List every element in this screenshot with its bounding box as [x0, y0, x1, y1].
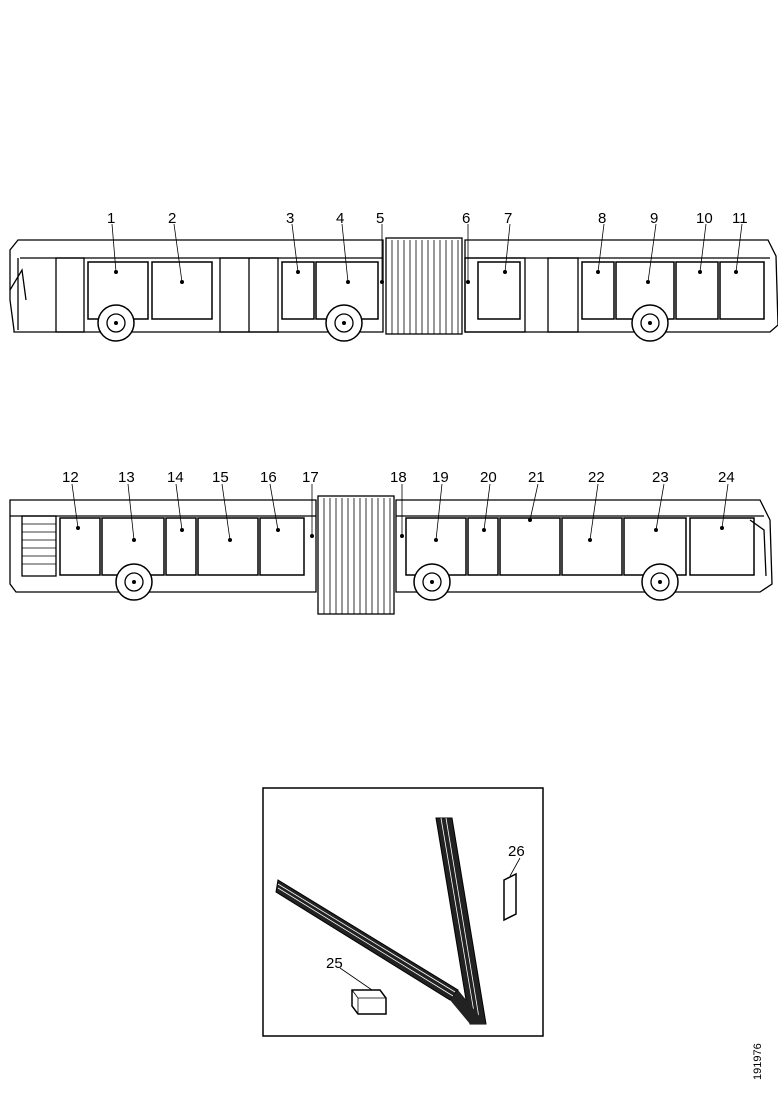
label-16: 16: [260, 469, 277, 486]
label-5: 5: [376, 210, 384, 227]
label-22: 22: [588, 469, 605, 486]
reference-number: 191976: [752, 1043, 764, 1080]
label-8: 8: [598, 210, 606, 227]
wheel-bottom-front: [641, 563, 679, 601]
wheel-bottom-middle: [413, 563, 451, 601]
clip-part-25: [351, 989, 387, 1015]
label-14: 14: [167, 469, 184, 486]
label-10: 10: [696, 210, 713, 227]
label-25: 25: [326, 955, 343, 972]
label-19: 19: [432, 469, 449, 486]
label-9: 9: [650, 210, 658, 227]
wheel-top-front: [97, 304, 135, 342]
label-26: 26: [508, 843, 525, 860]
articulation-bellows-bottom: [317, 495, 395, 615]
bus-side-view-bottom: 12 13 14 15 16 17 18 19 20 21 22 23 24: [9, 469, 773, 615]
bus-side-view-top: 1 2 3 4 5 6 7 8 9 10 11: [9, 210, 778, 342]
label-7: 7: [504, 210, 512, 227]
label-21: 21: [528, 469, 545, 486]
label-13: 13: [118, 469, 135, 486]
label-23: 23: [652, 469, 669, 486]
wheel-top-rear: [631, 304, 669, 342]
label-1: 1: [107, 210, 115, 227]
detail-view: 25 26: [262, 787, 544, 1037]
label-4: 4: [336, 210, 344, 227]
label-24: 24: [718, 469, 735, 486]
wheel-bottom-rear: [115, 563, 153, 601]
articulation-bellows-top: [385, 237, 463, 335]
clip-part-26: [503, 872, 517, 922]
label-15: 15: [212, 469, 229, 486]
label-3: 3: [286, 210, 294, 227]
label-11: 11: [732, 210, 748, 227]
label-12: 12: [62, 469, 79, 486]
label-6: 6: [462, 210, 470, 227]
label-17: 17: [302, 469, 319, 486]
wheel-top-middle: [325, 304, 363, 342]
label-18: 18: [390, 469, 407, 486]
label-20: 20: [480, 469, 497, 486]
label-2: 2: [168, 210, 176, 227]
